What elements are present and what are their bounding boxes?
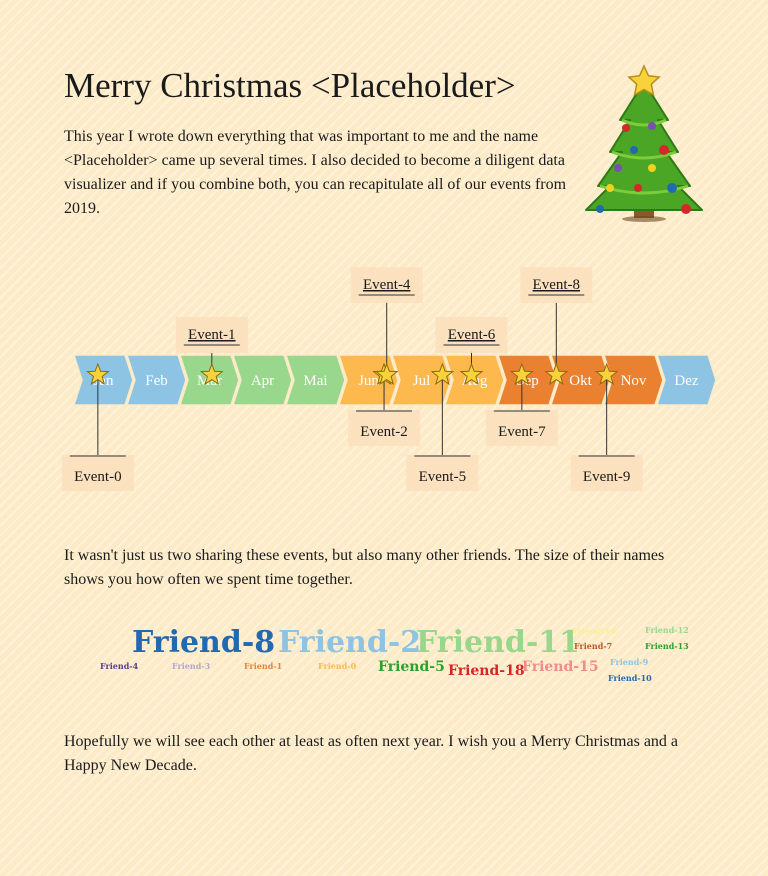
intro-paragraph: This year I wrote down everything that w… [64, 128, 567, 217]
event-label-box [61, 455, 134, 491]
event-label-box [175, 317, 248, 353]
event-label-box [520, 267, 593, 303]
month-label: Okt [569, 373, 592, 389]
closing-paragraph: Hopefully we will see each other at leas… [64, 733, 679, 774]
event-star-icon[interactable] [510, 362, 534, 386]
event-label[interactable]: Event-8 [533, 277, 580, 293]
friend-name: Friend-0 [318, 661, 357, 671]
event-label-box [485, 410, 558, 446]
month-label: Jul [413, 373, 431, 389]
event-star-icon[interactable] [430, 362, 455, 386]
event-star-icon[interactable] [374, 362, 399, 386]
event-label[interactable]: Event-0 [74, 469, 121, 485]
event-label[interactable]: Event-4 [363, 277, 411, 293]
event-label[interactable]: Event-9 [583, 469, 630, 485]
month-segment-4 [284, 354, 346, 406]
event-label-box [435, 317, 508, 353]
friend-name: Friend-2 [278, 625, 422, 660]
event-star-icon[interactable] [86, 362, 110, 386]
friend-name: Friend-14 [572, 626, 616, 636]
event-label-box [350, 267, 423, 303]
month-label: Dez [674, 373, 698, 389]
event-label-box [406, 455, 479, 491]
friend-name: Friend-3 [172, 661, 211, 671]
month-segment-6 [390, 354, 452, 406]
event-label[interactable]: Event-7 [498, 424, 546, 440]
friend-name: Friend-9 [610, 657, 649, 667]
month-segment-3 [231, 354, 293, 406]
event-star-icon[interactable] [544, 362, 569, 386]
event-label[interactable]: Event-1 [188, 327, 235, 343]
month-label: Jun [358, 373, 379, 389]
friend-name: Friend-11 [416, 625, 581, 660]
friend-name: Friend-15 [522, 659, 599, 675]
month-label: Nov [621, 373, 647, 389]
month-segment-1 [125, 354, 187, 406]
event-label-box [348, 410, 421, 446]
friend-name: Friend-5 [378, 659, 445, 675]
friend-name: Friend-12 [645, 625, 689, 635]
event-star-icon[interactable] [594, 362, 619, 386]
event-star-icon[interactable] [459, 362, 484, 386]
friend-name: Friend-4 [100, 661, 139, 671]
friend-name: Friend-7 [574, 641, 613, 651]
event-label[interactable]: Event-5 [419, 469, 466, 485]
friend-name: Friend-10 [608, 673, 652, 683]
friend-name: Friend-8 [132, 625, 276, 660]
christmas-tree-icon [585, 64, 703, 222]
event-label[interactable]: Event-6 [448, 327, 496, 343]
friend-name: Friend-1 [244, 661, 283, 671]
month-label: Mai [303, 373, 327, 389]
friend-name: Friend-18 [448, 663, 525, 679]
month-label: Apr [251, 373, 274, 389]
event-label-box [570, 455, 643, 491]
month-segment-11 [655, 354, 717, 406]
event-star-icon[interactable] [199, 362, 224, 386]
event-label[interactable]: Event-2 [360, 424, 407, 440]
month-label: Feb [145, 373, 168, 389]
friend-name: Friend-13 [645, 641, 689, 651]
page-title: Merry Christmas <Placeholder> [64, 66, 516, 105]
friends-paragraph: It wasn't just us two sharing these even… [64, 547, 665, 588]
timeline: JanFebMärAprMaiJunJulAugSepOktNovDezEven… [61, 267, 717, 491]
